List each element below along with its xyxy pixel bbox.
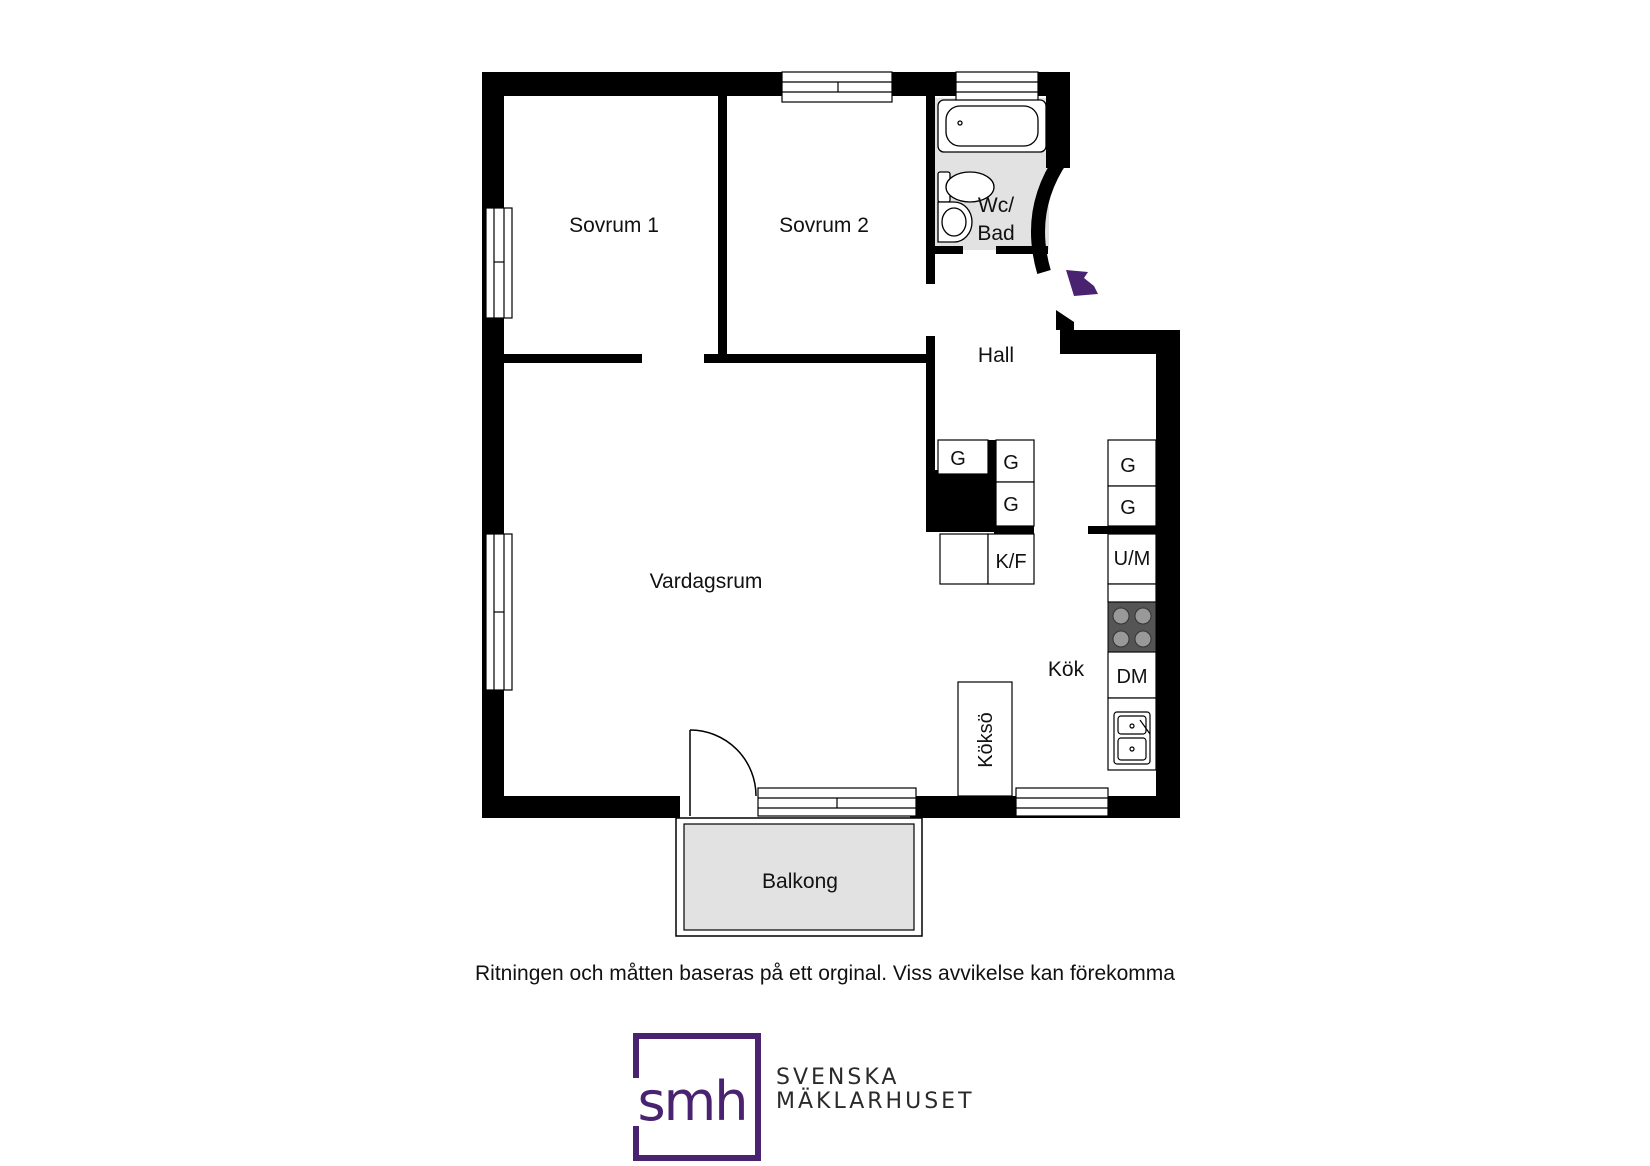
entrance-arrow-icon [1066,270,1098,296]
disclaimer-text: Ritningen och måtten baseras på ett orgi… [475,962,1175,985]
cabinet-dm [1107,651,1157,699]
cabinet-g5 [1107,485,1157,527]
label-wc-bad-2: Bad [977,222,1014,245]
label-um: U/M [1114,548,1151,570]
cabinet-kf [987,533,1035,585]
label-g4: G [1120,455,1136,477]
cabinet-counter [1107,583,1157,603]
label-balkong: Balkong [762,870,838,893]
brand-line-1: SVENSKA [776,1065,900,1090]
label-g5: G [1120,497,1136,519]
windows [485,71,1109,817]
label-kok: Kök [1048,658,1085,681]
label-sovrum2: Sovrum 2 [779,214,869,237]
label-g3: G [1003,494,1019,516]
label-wc-bad-1: Wc/ [978,194,1014,217]
label-koksö: Köksö [975,712,997,768]
smh-logo-text: smh [638,1070,747,1133]
floor-plan: Sovrum 1 Sovrum 2 Wc/ Bad Hall Vardagsru… [482,71,1180,937]
label-sovrum1: Sovrum 1 [569,214,659,237]
cabinet-empty [939,533,989,585]
label-g1: G [950,448,966,470]
label-hall: Hall [978,344,1014,367]
outer-walls [482,72,1180,818]
label-g2: G [1003,452,1019,474]
balcony [675,817,923,937]
cabinets [937,439,1157,797]
cabinet-um [1107,533,1157,585]
cabinet-g3 [995,481,1035,527]
label-vardagsrum: Vardagsrum [650,570,763,593]
stove [1107,601,1157,653]
cabinet-g2 [995,439,1035,483]
window-bath [955,71,1039,103]
interior-walls [504,94,1158,534]
balcony-door[interactable] [689,729,757,816]
label-dm: DM [1116,666,1147,688]
window-kok [1015,787,1109,817]
window-sovrum2 [781,71,893,103]
curved-bath-wall [1031,154,1068,274]
kitchen-sink [1107,697,1157,771]
bathtub [937,99,1047,153]
cabinet-g1 [937,439,989,475]
brand-line-2: MÄKLARHUSET [776,1089,975,1114]
kitchen-island [957,681,1013,797]
window-sovrum1 [485,207,513,319]
bath-sink [937,201,973,243]
smh-logo: smh [633,1033,761,1161]
brand-name: SVENSKA MÄKLARHUSET [776,1066,975,1114]
toilet [937,171,995,203]
label-kf: K/F [995,551,1026,573]
